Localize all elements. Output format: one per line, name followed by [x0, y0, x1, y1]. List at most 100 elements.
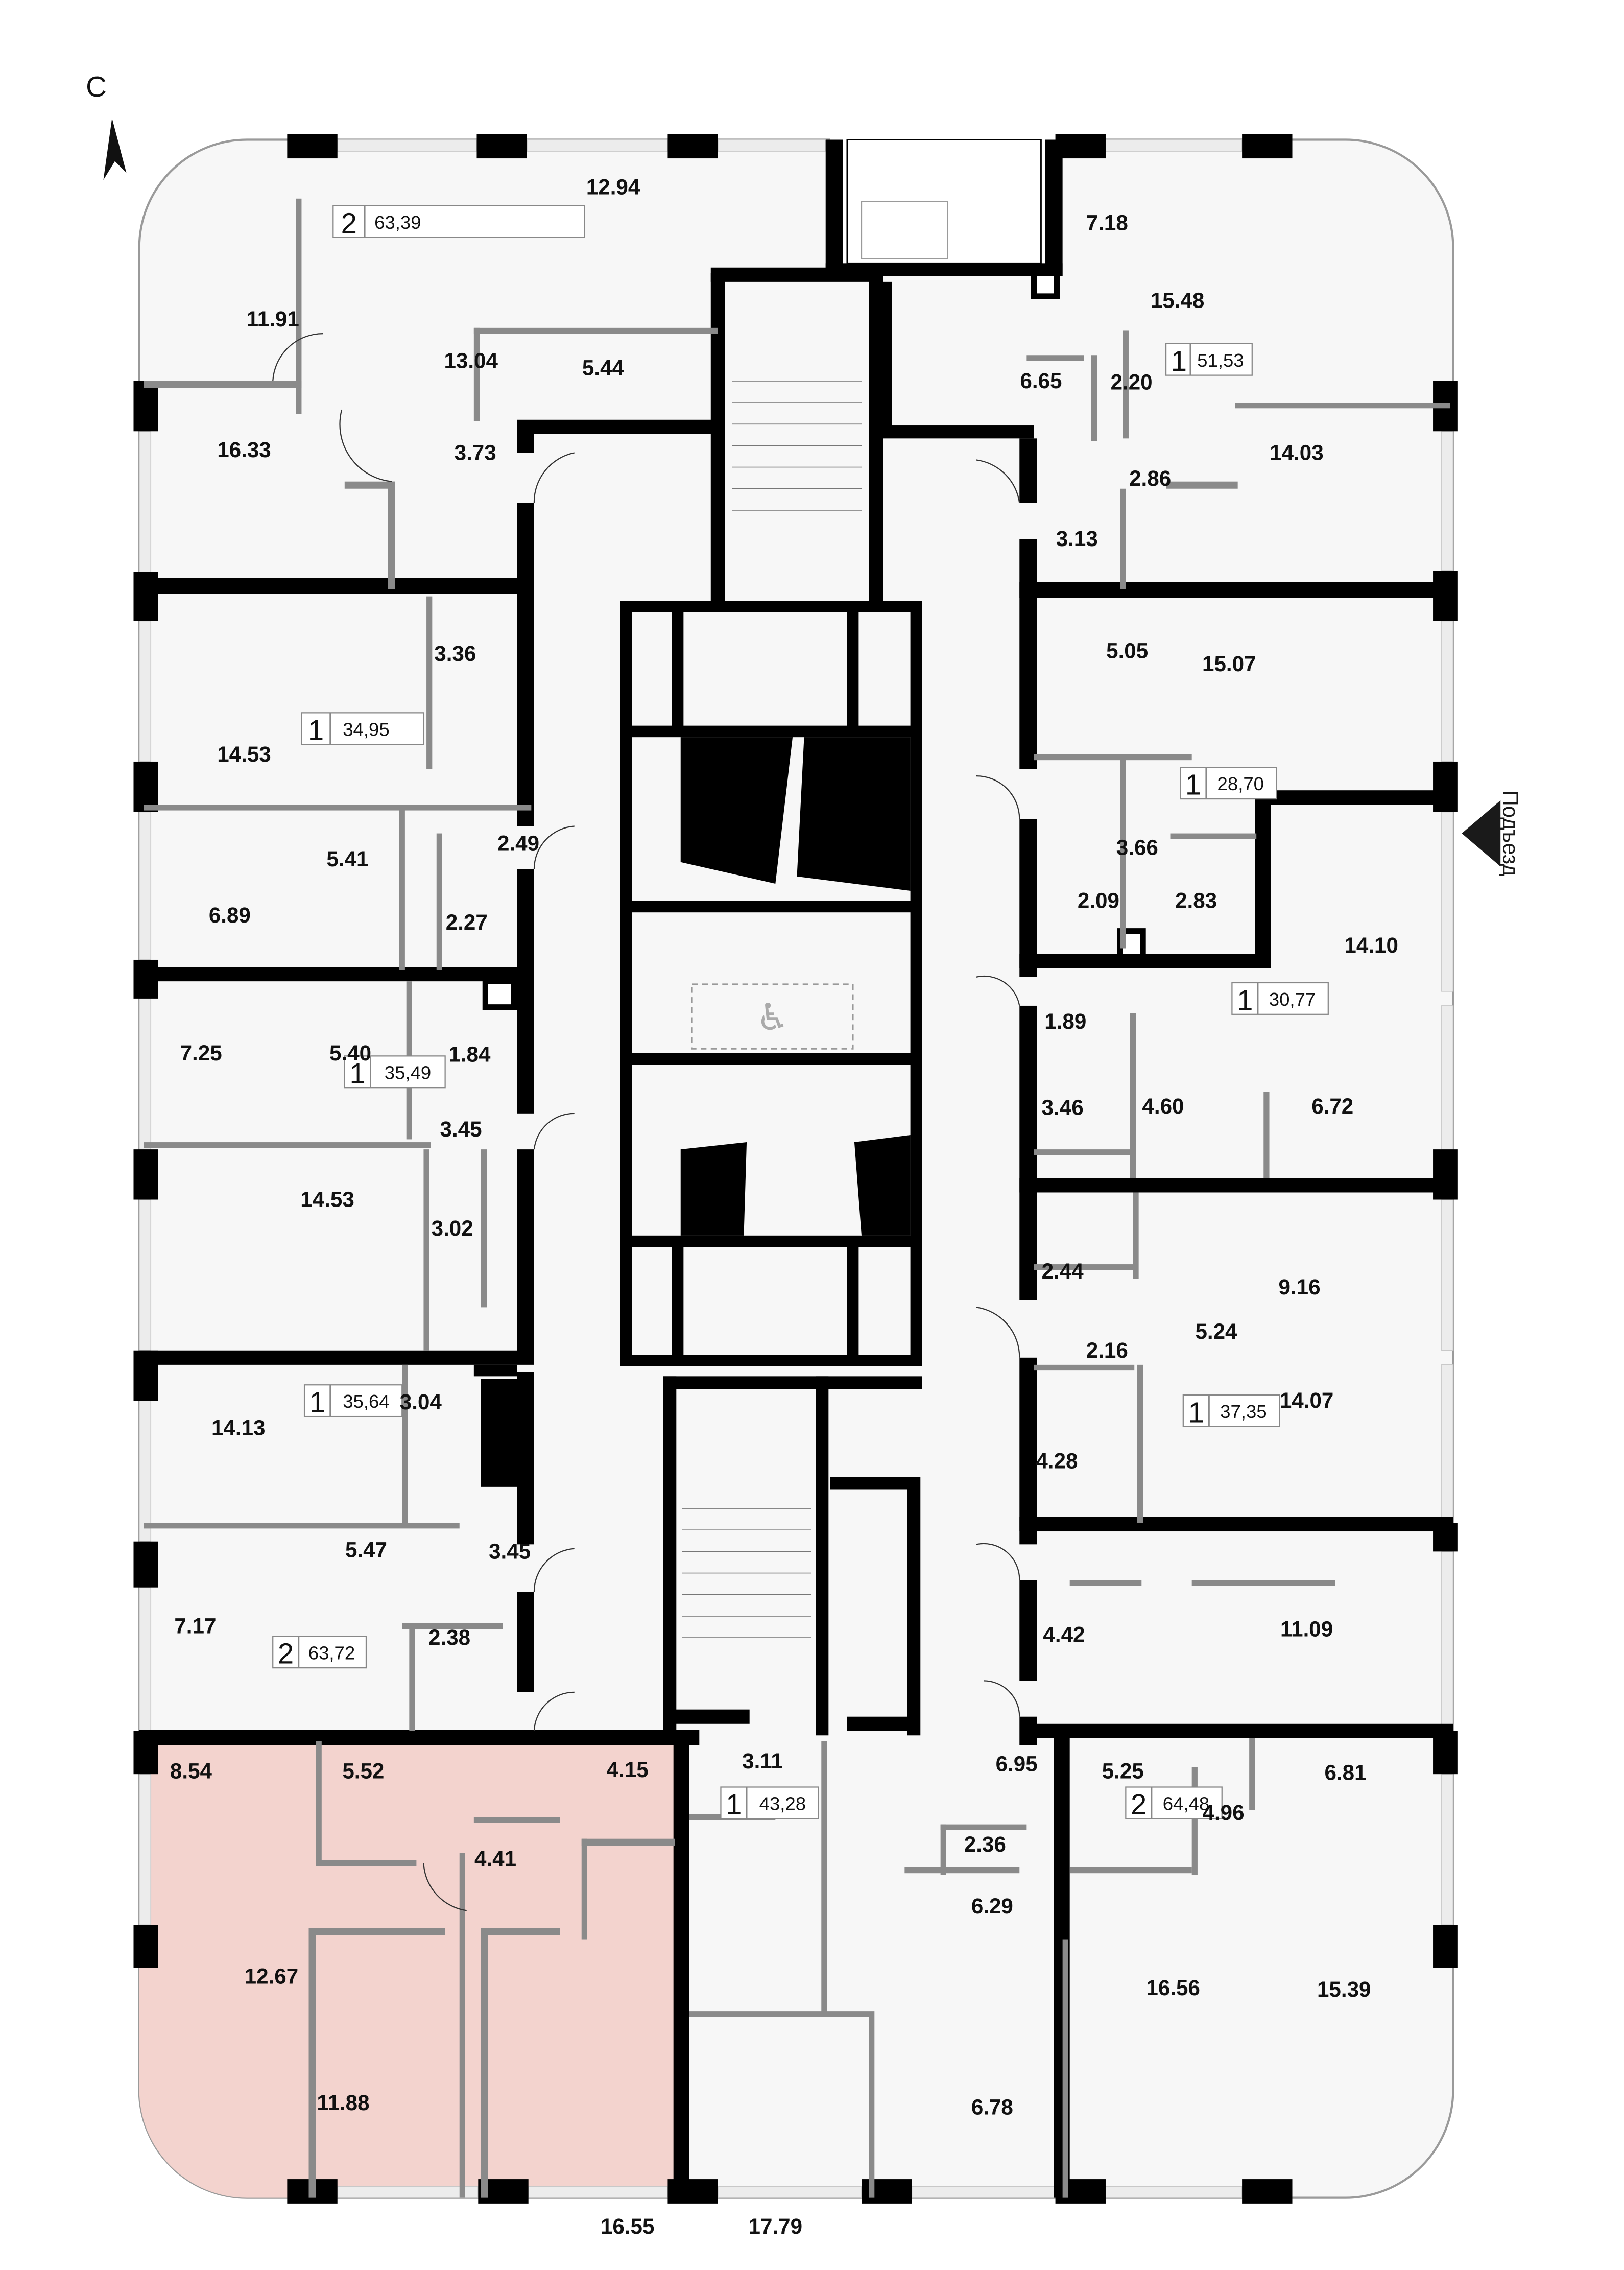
room-area: 16.56	[1146, 1976, 1200, 2000]
room-area: 5.41	[326, 847, 368, 871]
room-area: 6.89	[209, 903, 251, 927]
apartment-area: 30,77	[1269, 989, 1316, 1010]
room-area: 5.25	[1102, 1759, 1144, 1783]
room-area: 2.20	[1111, 370, 1153, 394]
room-area: 3.45	[489, 1539, 531, 1563]
apartment-area: 64,48	[1163, 1793, 1209, 1814]
room-area: 7.18	[1086, 211, 1128, 235]
room-area: 14.03	[1270, 441, 1324, 465]
room-count: 1	[1237, 984, 1253, 1016]
structural-walls	[133, 134, 1458, 2204]
stair-treads	[682, 381, 862, 1638]
room-area: 15.39	[1317, 1977, 1371, 2001]
room-area: 13.04	[444, 349, 498, 373]
room-area: 4.96	[1203, 1801, 1245, 1825]
room-area: 6.29	[971, 1894, 1013, 1918]
room-area: 14.53	[300, 1188, 354, 1212]
room-area: 4.15	[607, 1758, 649, 1782]
room-area: 11.88	[317, 2091, 369, 2115]
room-area: 9.16	[1279, 1275, 1321, 1299]
apartment-area: 35,49	[385, 1062, 431, 1083]
room-area: 2.44	[1042, 1259, 1084, 1283]
doors	[272, 333, 1020, 1911]
room-area: 5.44	[582, 356, 625, 380]
room-area: 2.83	[1175, 889, 1217, 913]
entrance-label: Подъезд	[1498, 790, 1522, 876]
room-area: 15.07	[1202, 652, 1256, 676]
room-area: 3.11	[742, 1749, 783, 1773]
highlighted-apartment-area[interactable]	[139, 1741, 682, 2201]
room-count: 1	[726, 1788, 742, 1820]
entrance-arrow-icon	[1462, 800, 1501, 867]
room-area: 4.60	[1142, 1094, 1184, 1118]
room-area: 2.36	[964, 1832, 1006, 1856]
room-area: 5.40	[329, 1041, 371, 1065]
room-area: 4.42	[1043, 1623, 1085, 1647]
room-area: 14.10	[1344, 933, 1398, 957]
room-area: 14.53	[217, 742, 271, 766]
room-area: 5.24	[1195, 1319, 1237, 1343]
room-area: 3.36	[434, 642, 476, 666]
room-count: 1	[308, 714, 324, 746]
room-area: 1.84	[448, 1043, 491, 1067]
room-area: 3.73	[455, 441, 496, 465]
room-area: 2.38	[428, 1625, 470, 1649]
apartment-area: 35,64	[343, 1391, 389, 1412]
room-area: 6.95	[996, 1752, 1038, 1776]
room-count: 1	[309, 1386, 325, 1418]
apartment-area: 28,70	[1217, 773, 1264, 794]
room-count: 1	[1188, 1396, 1204, 1428]
room-area: 7.25	[180, 1041, 222, 1065]
apartment-area: 51,53	[1197, 350, 1244, 371]
room-area: 2.27	[446, 910, 488, 934]
room-area: 14.07	[1280, 1388, 1334, 1412]
apartment-area: 63,39	[374, 212, 421, 233]
room-area: 4.41	[474, 1847, 516, 1871]
room-area: 5.47	[345, 1538, 387, 1562]
room-area: 5.52	[342, 1759, 384, 1783]
room-count: 2	[1131, 1788, 1147, 1820]
room-area: 6.65	[1020, 369, 1062, 393]
room-area: 11.91	[247, 307, 299, 331]
room-count: 1	[1171, 345, 1187, 377]
room-count: 1	[349, 1057, 365, 1090]
wheelchair-icon: ♿	[756, 996, 790, 1039]
room-area: 3.66	[1116, 836, 1158, 860]
room-area: 8.54	[170, 1759, 212, 1783]
room-area: 16.55	[601, 2214, 655, 2238]
north-arrow-icon	[103, 118, 127, 180]
room-area-labels: 12.94 11.91 13.04 5.44 16.33 3.73 7.18 1…	[170, 175, 1398, 2238]
room-count: 2	[278, 1638, 294, 1670]
compass-label: С	[86, 70, 107, 103]
accessible-area	[691, 983, 854, 1050]
room-area: 2.49	[497, 831, 539, 855]
room-area: 15.48	[1151, 288, 1205, 312]
room-area: 16.33	[217, 438, 271, 462]
apartment-area: 63,72	[308, 1642, 355, 1663]
room-area: 12.94	[586, 175, 640, 199]
room-area: 7.17	[174, 1614, 216, 1638]
room-area: 6.78	[971, 2095, 1013, 2119]
room-area: 1.89	[1044, 1009, 1086, 1033]
room-area: 6.81	[1325, 1760, 1367, 1784]
room-area: 11.09	[1280, 1617, 1333, 1641]
room-area: 3.13	[1056, 527, 1098, 551]
room-area: 2.16	[1086, 1338, 1128, 1362]
room-count: 2	[341, 207, 357, 239]
room-area: 2.86	[1129, 466, 1171, 490]
room-count: 1	[1185, 769, 1201, 801]
room-area: 12.67	[245, 1965, 299, 1989]
room-area: 14.13	[211, 1416, 266, 1440]
